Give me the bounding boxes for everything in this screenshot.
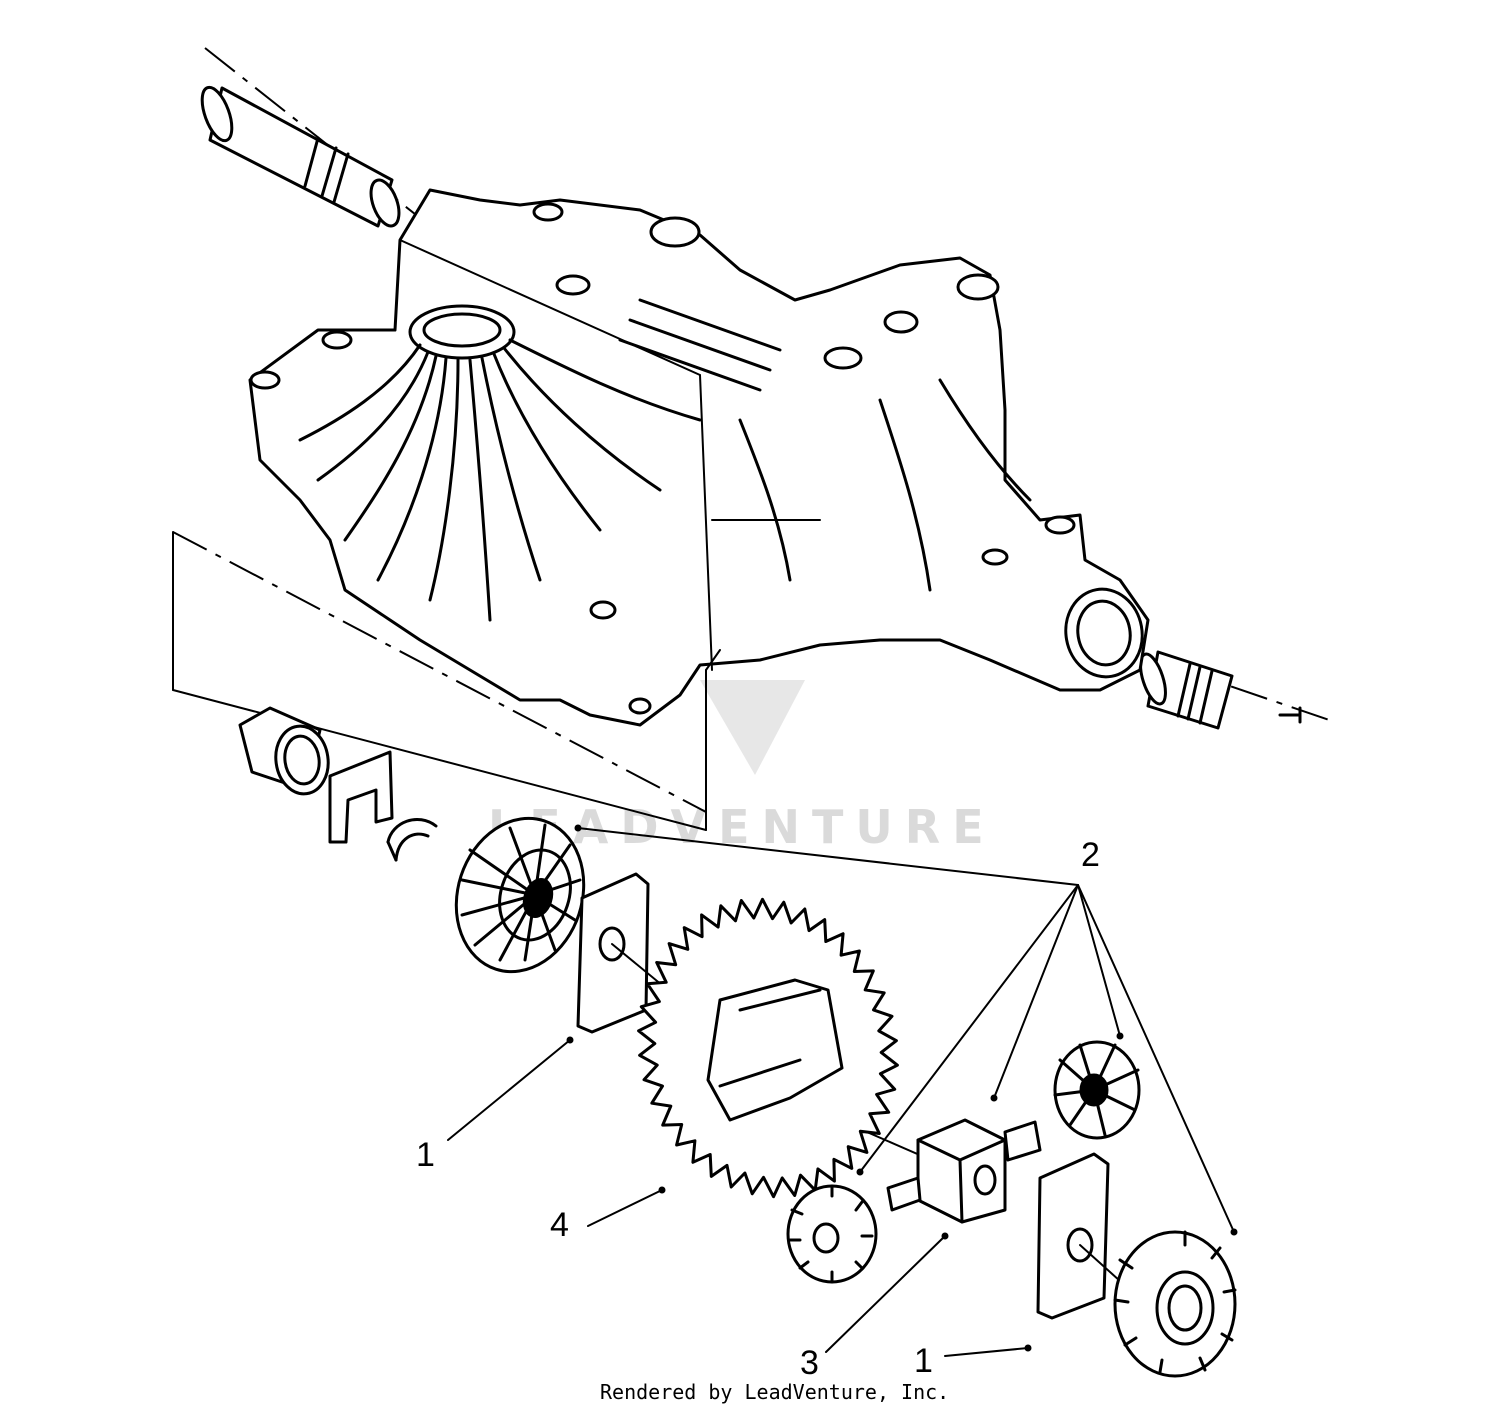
thrust-plate-lower bbox=[1036, 1152, 1131, 1320]
callout-number: 3 bbox=[800, 1344, 819, 1382]
shim-washer bbox=[328, 750, 394, 844]
bevel-gear-upper bbox=[454, 816, 586, 974]
watermark-logo-icon bbox=[700, 680, 805, 775]
callout-labels: 2 1 4 3 1 bbox=[416, 836, 1100, 1382]
retaining-ring bbox=[386, 817, 438, 862]
bevel-gear-lower bbox=[1113, 1230, 1237, 1378]
callout-number: 1 bbox=[914, 1342, 933, 1380]
bushing bbox=[238, 706, 330, 796]
ring-gear bbox=[637, 897, 899, 1199]
transaxle-housing bbox=[248, 188, 1150, 727]
footer-credit: Rendered by LeadVenture, Inc. bbox=[600, 1380, 949, 1404]
leader-lines bbox=[447, 824, 1238, 1357]
cross-shaft-block bbox=[886, 1118, 1042, 1224]
callout-number: 2 bbox=[1081, 836, 1100, 874]
pinion-gear-upper-right bbox=[1053, 1040, 1141, 1140]
left-axle-shaft bbox=[200, 47, 421, 228]
callout-number: 1 bbox=[416, 1136, 435, 1174]
right-axle-shaft bbox=[1109, 644, 1336, 730]
pinion-gear-lower bbox=[786, 1184, 878, 1284]
callout-number: 4 bbox=[550, 1206, 569, 1244]
leadventure-watermark: LEADVENTURE bbox=[488, 680, 984, 854]
